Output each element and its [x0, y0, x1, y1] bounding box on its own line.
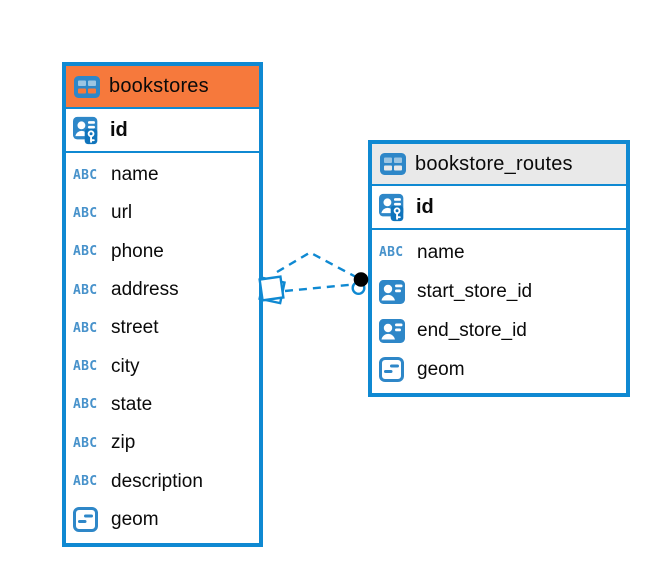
- column-name: end_store_id: [417, 319, 527, 341]
- text-type-icon: ABC: [73, 205, 98, 221]
- table-bookstore-routes[interactable]: bookstore_routes id ABC name: [368, 140, 630, 397]
- column-row[interactable]: ABC url: [73, 194, 259, 232]
- column-row[interactable]: ABC state: [73, 386, 259, 424]
- primary-key-icon: [73, 116, 102, 145]
- table-bookstore-routes-header[interactable]: bookstore_routes: [372, 144, 626, 186]
- primary-key-icon: [379, 193, 408, 222]
- table-title: bookstore_routes: [415, 152, 573, 175]
- column-name: geom: [417, 358, 465, 380]
- text-type-icon: ABC: [73, 359, 98, 375]
- reference-type-icon: [379, 279, 408, 304]
- reference-type-icon: [379, 318, 408, 343]
- table-title: bookstores: [109, 75, 209, 97]
- text-type-icon: ABC: [73, 244, 98, 260]
- column-name: zip: [111, 432, 136, 454]
- column-row[interactable]: ABC street: [73, 309, 259, 347]
- column-name: name: [111, 164, 159, 186]
- table-bookstores[interactable]: bookstores id ABC name ABC url: [62, 62, 263, 547]
- table-icon: [74, 75, 100, 98]
- column-row[interactable]: ABC name: [73, 156, 259, 194]
- text-type-icon: ABC: [73, 282, 98, 298]
- column-row[interactable]: geom: [73, 501, 259, 539]
- pk-row-id[interactable]: id: [372, 186, 626, 230]
- relationship-edge[interactable]: [284, 283, 354, 293]
- column-name: street: [111, 317, 159, 339]
- column-row[interactable]: ABC city: [73, 347, 259, 385]
- text-type-icon: ABC: [73, 320, 98, 336]
- column-name: description: [111, 470, 203, 492]
- column-row[interactable]: geom: [379, 350, 626, 389]
- geometry-type-icon: [73, 507, 102, 533]
- column-row[interactable]: ABC description: [73, 462, 259, 500]
- column-name: name: [417, 241, 465, 263]
- column-row[interactable]: ABC phone: [73, 233, 259, 271]
- pk-row-id[interactable]: id: [66, 109, 259, 153]
- column-row[interactable]: ABC address: [73, 271, 259, 309]
- table-bookstores-columns: ABC name ABC url ABC phone ABC address A…: [66, 153, 259, 543]
- column-row[interactable]: end_store_id: [379, 311, 626, 350]
- geometry-type-icon: [379, 357, 408, 382]
- text-type-icon: ABC: [73, 474, 98, 490]
- column-row[interactable]: start_store_id: [379, 272, 626, 311]
- column-name: url: [111, 202, 133, 224]
- column-name: city: [111, 355, 140, 377]
- text-type-icon: ABC: [73, 435, 98, 451]
- column-name: geom: [111, 508, 159, 530]
- column-name: address: [111, 279, 179, 301]
- relationship-edge[interactable]: [276, 251, 357, 279]
- relationship-source-marker-squares[interactable]: [258, 275, 286, 305]
- column-row[interactable]: ABC zip: [73, 424, 259, 462]
- pk-name: id: [110, 118, 128, 141]
- column-name: start_store_id: [417, 280, 533, 302]
- text-type-icon: ABC: [379, 245, 404, 260]
- pk-name: id: [416, 195, 434, 218]
- column-row[interactable]: ABC name: [379, 233, 626, 272]
- column-name: phone: [111, 240, 164, 262]
- table-bookstore-routes-columns: ABC name start_store_id: [372, 230, 626, 393]
- column-name: state: [111, 393, 153, 415]
- relationship-target-marker-dot[interactable]: [351, 272, 369, 296]
- table-bookstores-header[interactable]: bookstores: [66, 66, 259, 109]
- table-icon: [380, 153, 406, 175]
- text-type-icon: ABC: [73, 167, 98, 183]
- text-type-icon: ABC: [73, 397, 98, 413]
